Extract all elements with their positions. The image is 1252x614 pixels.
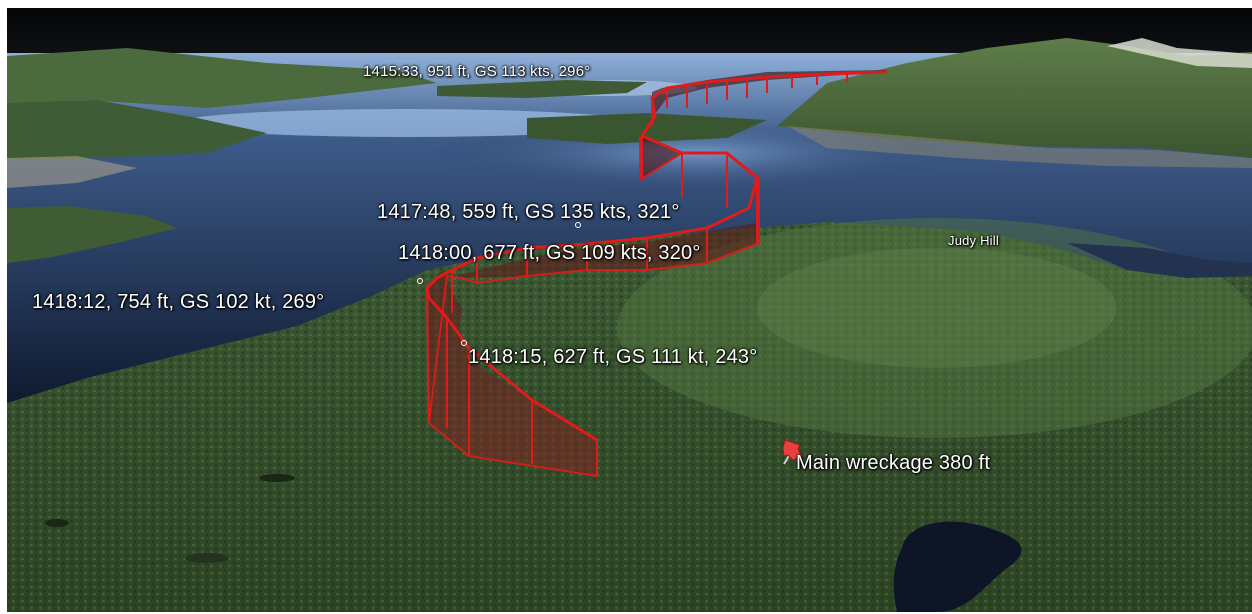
pushpin-icon[interactable] (782, 439, 803, 465)
flight-track (425, 70, 888, 477)
terrain-map (7, 8, 1252, 612)
wreckage-label: Main wreckage 380 ft (796, 452, 991, 474)
waypoint-label: 1415:33, 951 ft, GS 113 kts, 296° (363, 63, 591, 80)
waypoint-marker[interactable] (575, 222, 581, 228)
waypoint-label: 1418:00, 677 ft, GS 109 kts, 320° (398, 242, 701, 264)
waypoint-label: 1418:15, 627 ft, GS 111 kt, 243° (468, 346, 758, 368)
terrain-view[interactable]: 1415:33, 951 ft, GS 113 kts, 296° 1417:4… (7, 8, 1252, 612)
waypoint-marker[interactable] (417, 278, 423, 284)
waypoint-label: 1417:48, 559 ft, GS 135 kts, 321° (377, 201, 680, 223)
place-label: Judy Hill (948, 233, 999, 248)
waypoint-marker[interactable] (461, 340, 467, 346)
waypoint-label: 1418:12, 754 ft, GS 102 kt, 269° (32, 291, 325, 313)
